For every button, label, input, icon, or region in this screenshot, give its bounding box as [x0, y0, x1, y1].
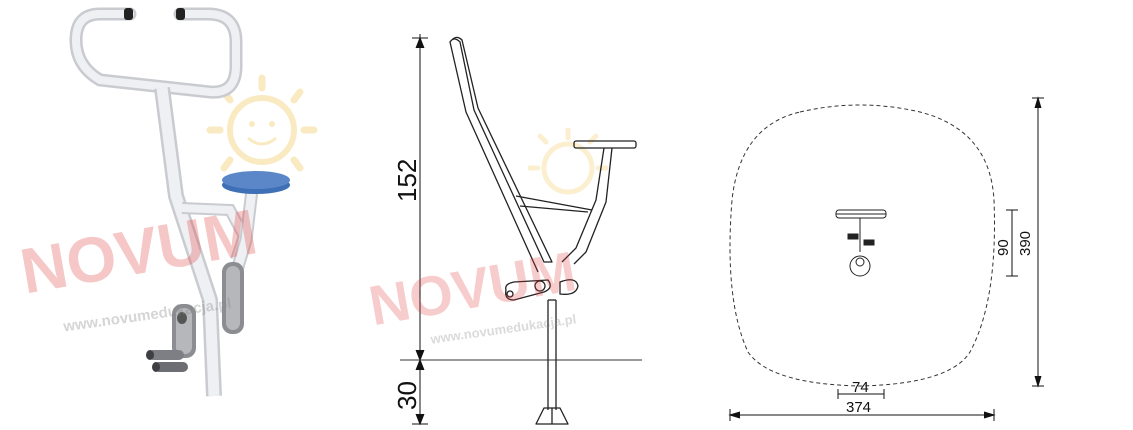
safety-zone-width-dimension	[728, 409, 996, 421]
safety-zone-depth-label: 390	[1017, 231, 1034, 256]
width-dim-label: 74	[852, 379, 869, 396]
equipment-top-view-icon	[835, 209, 887, 277]
pedal-lever-icon	[505, 279, 579, 301]
side-elevation-drawing: 152 30	[360, 0, 690, 430]
handle-cap-left-icon	[124, 8, 133, 20]
depth-below-ground-label: 30	[392, 381, 422, 410]
safety-zone-width-label: 374	[846, 399, 871, 416]
handlebar-loop	[69, 7, 243, 99]
sun-watermark-icon	[527, 127, 609, 195]
handle-cap-right-icon	[176, 8, 185, 20]
width-dimension-line	[837, 389, 885, 399]
depth-dimension-line	[1006, 209, 1018, 277]
equipment-outline	[449, 36, 637, 425]
side-elevation-svg: 152 30	[364, 34, 642, 426]
seat-icon	[222, 171, 290, 194]
depth-dim-label: 90	[995, 239, 1012, 256]
product-render: NOVUM www.novumedukacja.pl	[0, 0, 360, 430]
height-above-ground-label: 152	[392, 159, 422, 202]
plan-view-drawing: 90 390 74 374	[690, 0, 1133, 430]
height-dimension-line	[412, 34, 428, 426]
pedal-assembly	[146, 262, 244, 372]
foot-peg-icon	[146, 350, 188, 372]
safety-zone-depth-dimension	[1032, 96, 1044, 388]
product-render-svg: NOVUM www.novumedukacja.pl	[15, 7, 318, 397]
safety-zone-outline	[729, 104, 995, 387]
plan-view-svg: 90 390 74 374	[728, 96, 1044, 421]
